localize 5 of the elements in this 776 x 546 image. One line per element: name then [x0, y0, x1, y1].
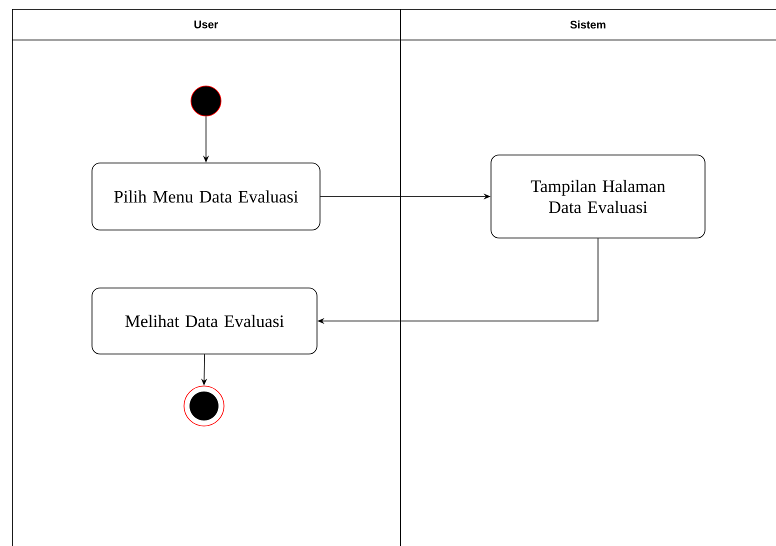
start-node	[190, 86, 222, 116]
action-box: Pilih Menu Data Evaluasi	[92, 162, 320, 230]
action-box: Tampilan Halaman Data Evaluasi	[490, 154, 706, 238]
action-box: Melihat Data Evaluasi	[92, 288, 318, 354]
final-node	[184, 386, 224, 426]
